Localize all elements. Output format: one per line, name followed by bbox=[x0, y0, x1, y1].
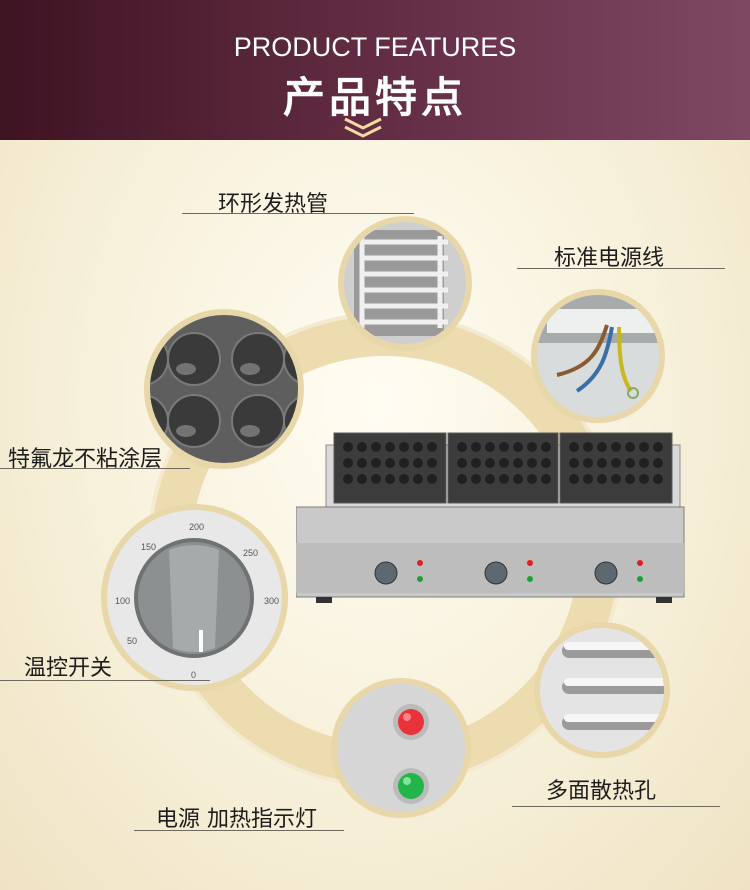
feature-label-heating-tube: 环形发热管 bbox=[218, 192, 329, 217]
dial-tick-150: 150 bbox=[141, 542, 157, 552]
dial-tick-200: 200 bbox=[189, 522, 205, 532]
feature-label-temp-switch: 温控开关 bbox=[24, 656, 113, 681]
chevron-down-icon bbox=[344, 117, 382, 138]
header-banner: PRODUCT FEATURES 产品特点 bbox=[0, 0, 750, 140]
photo-power-cord bbox=[537, 295, 659, 417]
photo-nonstick-plate bbox=[150, 315, 298, 463]
feature-label-nonstick-coating: 特氟龙不粘涂层 bbox=[8, 447, 163, 472]
photo-vent-holes bbox=[540, 628, 664, 752]
dial-tick-100: 100 bbox=[115, 596, 131, 606]
feature-label-vent-holes: 多面散热孔 bbox=[546, 779, 657, 804]
takoyaki-machine bbox=[295, 425, 686, 610]
header-title-cn: 产品特点 bbox=[282, 73, 467, 122]
red-indicator-light bbox=[398, 709, 424, 735]
feature-line-heating-tube bbox=[182, 213, 414, 214]
feature-line-indicator-lights bbox=[134, 830, 344, 831]
dial-tick-0: 0 bbox=[191, 670, 197, 680]
feature-line-temp-switch bbox=[0, 680, 210, 681]
dial-tick-50: 50 bbox=[127, 636, 138, 646]
feature-line-power-cord bbox=[517, 268, 725, 269]
photo-indicator-lights bbox=[337, 684, 465, 812]
photo-temperature-dial: 50 100 150 200 250 300 0 bbox=[107, 510, 282, 685]
green-indicator-light bbox=[398, 773, 424, 799]
photo-heating-tube bbox=[344, 222, 466, 344]
dial-tick-300: 300 bbox=[264, 596, 280, 606]
feature-label-indicator-lights: 电源 加热指示灯 bbox=[156, 807, 317, 832]
feature-line-nonstick-coating bbox=[0, 468, 190, 469]
dial-tick-250: 250 bbox=[243, 548, 259, 558]
header-title-en: PRODUCT FEATURES bbox=[233, 32, 517, 62]
feature-line-vent-holes bbox=[512, 806, 720, 807]
feature-label-power-cord: 标准电源线 bbox=[554, 246, 665, 271]
